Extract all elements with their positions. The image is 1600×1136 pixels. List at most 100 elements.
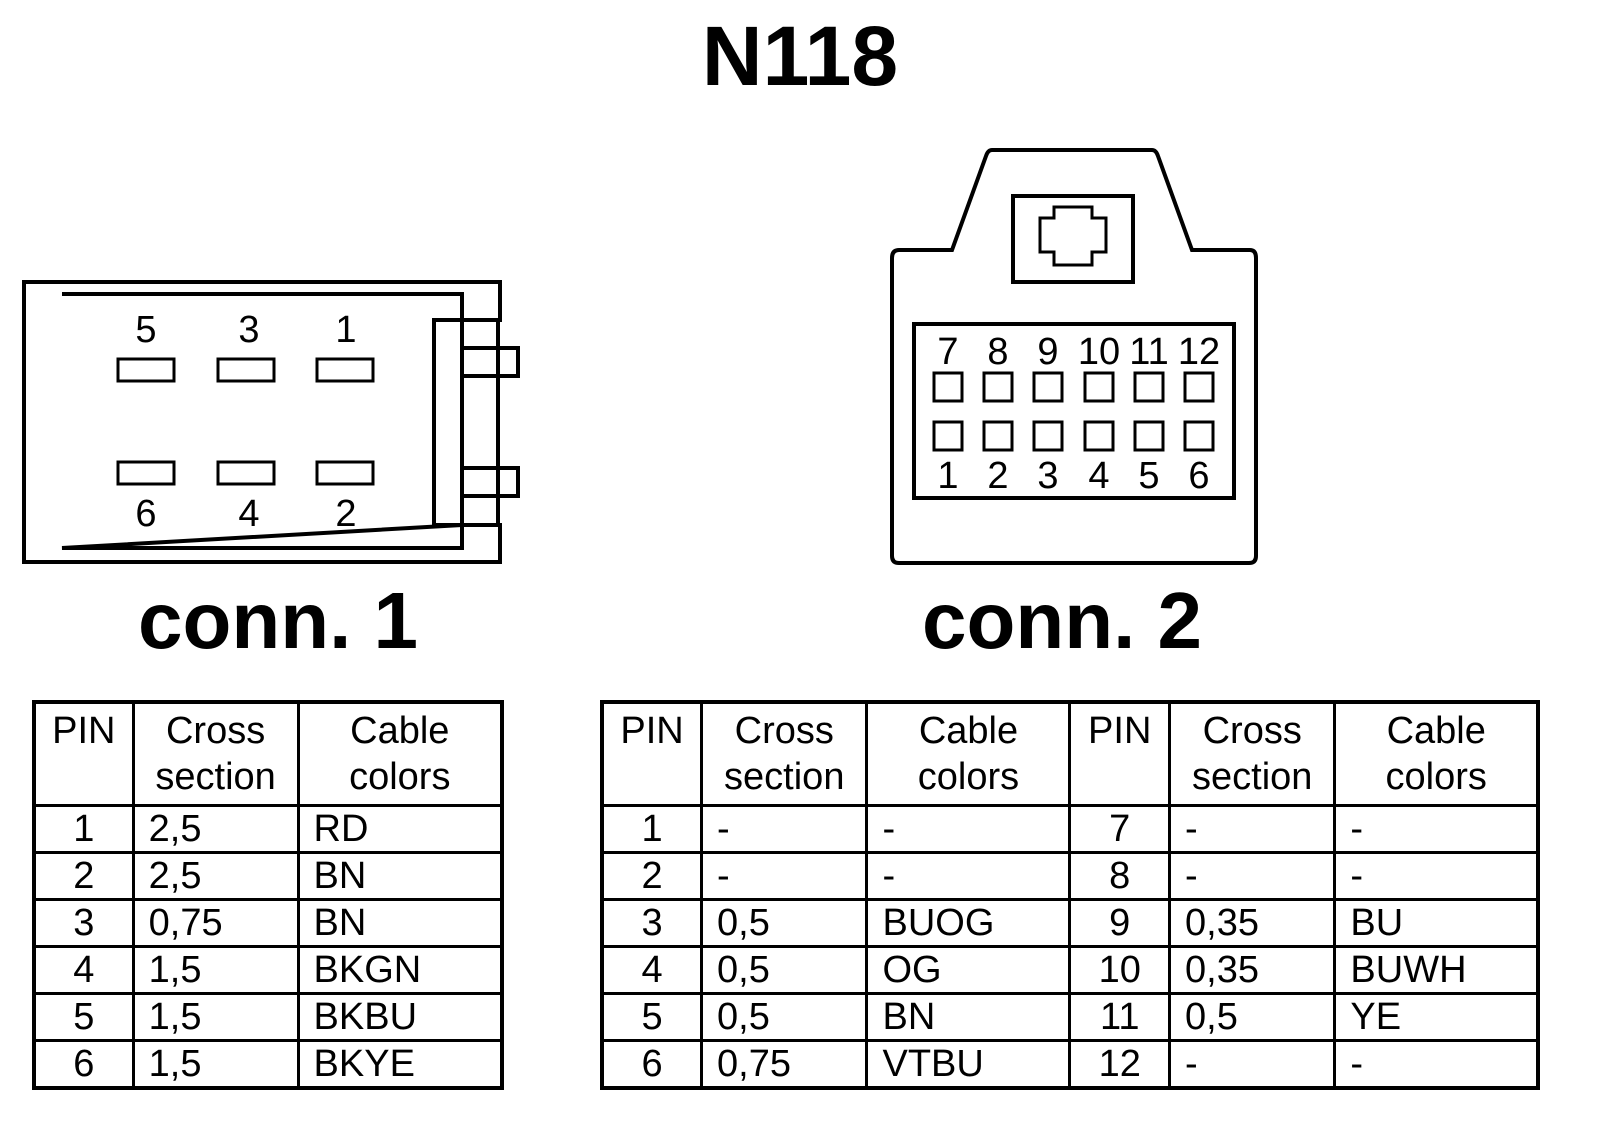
cross-section-cell: 0,5 (1167, 992, 1337, 1042)
connector-2-pin-label: 2 (987, 455, 1008, 497)
table-row: 1 - - 7 - - (600, 804, 1540, 854)
connector-1-pin-label: 4 (238, 493, 259, 535)
cable-color-cell: - (865, 851, 1072, 901)
connector-1-label: conn. 1 (138, 576, 418, 665)
cross-section-cell: 1,5 (131, 992, 300, 1042)
connector-2-pin-label: 6 (1188, 455, 1209, 497)
connector-1-latch-bottom (460, 466, 520, 498)
pin-cell: 9 (1068, 898, 1171, 948)
connector-2-housing (890, 148, 1258, 565)
cross-section-cell: - (1167, 851, 1337, 901)
pin-cell: 6 (32, 1039, 135, 1090)
cable-color-cell: BKGN (296, 945, 504, 995)
cable-color-cell: - (1333, 1039, 1540, 1090)
connector-2-pin-label: 4 (1088, 455, 1109, 497)
pin-cell: 4 (32, 945, 135, 995)
header-cable-colors: Cable colors (865, 700, 1072, 807)
pin-cell: 5 (600, 992, 704, 1042)
pin-cell: 2 (32, 851, 135, 901)
connector-2-pin-3 (1032, 420, 1064, 452)
table-row: 2 2,5 BN (32, 851, 504, 901)
connector-1 (22, 280, 520, 564)
connector-1-pin-label: 1 (335, 309, 356, 351)
cable-color-cell: - (1333, 804, 1540, 854)
cross-section-cell: - (1167, 804, 1337, 854)
connector-1-pin-4 (216, 460, 276, 486)
connector-2-pin-label: 7 (937, 331, 958, 373)
connector-1-pin-label: 3 (238, 309, 259, 351)
cross-section-cell: 0,35 (1167, 945, 1337, 995)
connector-2-key-frame (1011, 194, 1135, 284)
connector-1-latch-bar (460, 318, 500, 527)
table-row: 2 - - 8 - - (600, 851, 1540, 901)
pin-cell: 7 (1068, 804, 1171, 854)
header-cross-section: Cross section (700, 700, 869, 807)
cable-color-cell: BU (1333, 898, 1540, 948)
connector-1-pin-6 (116, 460, 176, 486)
cross-section-cell: 0,5 (700, 945, 869, 995)
connector-2-label: conn. 2 (922, 576, 1202, 665)
connector-2-pin-7 (932, 371, 964, 403)
cable-color-cell: RD (296, 804, 504, 854)
cable-color-cell: BKBU (296, 992, 504, 1042)
connector-2 (890, 148, 1258, 565)
pin-cell: 10 (1068, 945, 1171, 995)
connector-2-pin-1 (932, 420, 964, 452)
pin-cell: 6 (600, 1039, 704, 1090)
connector-2-pin-label: 12 (1178, 331, 1220, 373)
table-row: 6 1,5 BKYE (32, 1039, 504, 1090)
table-header-row: PIN Cross section Cable colors PIN Cross… (600, 700, 1540, 807)
connector-1-pin-2 (315, 460, 375, 486)
connector-1-pin-label: 2 (335, 493, 356, 535)
connector-2-pin-labels: 7 8 9 10 11 12 1 2 3 4 5 6 (937, 331, 1220, 497)
cable-color-cell: BUWH (1333, 945, 1540, 995)
cable-color-cell: YE (1333, 992, 1540, 1042)
connector-2-pins (932, 371, 1215, 452)
connector-1-pin-labels: 5 3 1 6 4 2 (135, 309, 356, 535)
pin-cell: 2 (600, 851, 704, 901)
connector-2-pin-11 (1133, 371, 1165, 403)
connector-2-pin-12 (1183, 371, 1215, 403)
connector-1-inner-frame (61, 292, 464, 550)
table-row: 5 1,5 BKBU (32, 992, 504, 1042)
table-row: 4 0,5 OG 10 0,35 BUWH (600, 945, 1540, 995)
connector-2-pin-4 (1083, 420, 1115, 452)
pin-cell: 1 (32, 804, 135, 854)
cable-color-cell: BUOG (865, 898, 1072, 948)
connector-drawings: 5 3 1 6 4 2 conn. 1 7 8 9 10 11 12 1 2 3 (22, 148, 1258, 665)
connector-2-pin-5 (1133, 420, 1165, 452)
connector-1-pin-1 (315, 357, 375, 383)
pin-cell: 8 (1068, 851, 1171, 901)
connector-2-pin-label: 8 (987, 331, 1008, 373)
table-row: 1 2,5 RD (32, 804, 504, 854)
header-cross-section: Cross section (1167, 700, 1337, 807)
connector-1-pin-label: 5 (135, 309, 156, 351)
connector-1-housing (22, 280, 502, 564)
connector-1-pin-5 (116, 357, 176, 383)
connector-2-pin-10 (1083, 371, 1115, 403)
connector-1-pin-table: PIN Cross section Cable colors 1 2,5 RD … (32, 700, 504, 1090)
pin-cell: 1 (600, 804, 704, 854)
cross-section-cell: - (1167, 1039, 1337, 1090)
connector-2-pin-2 (982, 420, 1014, 452)
cross-section-cell: 0,5 (700, 898, 869, 948)
cable-color-cell: - (1333, 851, 1540, 901)
connector-2-pin-label: 9 (1037, 331, 1058, 373)
connector-2-pin-table: PIN Cross section Cable colors PIN Cross… (600, 700, 1540, 1090)
diagram-title: N118 (701, 9, 899, 103)
connector-2-key-icon (1038, 205, 1108, 267)
cross-section-cell: 0,35 (1167, 898, 1337, 948)
pin-cell: 4 (600, 945, 704, 995)
cross-section-cell: 2,5 (131, 804, 300, 854)
pin-cell: 3 (600, 898, 704, 948)
cable-color-cell: BKYE (296, 1039, 504, 1090)
connector-2-pin-label: 5 (1138, 455, 1159, 497)
cross-section-cell: 1,5 (131, 945, 300, 995)
pin-cell: 11 (1068, 992, 1171, 1042)
cross-section-cell: - (700, 804, 869, 854)
connector-1-pin-3 (216, 357, 276, 383)
table-row: 3 0,5 BUOG 9 0,35 BU (600, 898, 1540, 948)
header-pin: PIN (32, 700, 135, 807)
table-row: 5 0,5 BN 11 0,5 YE (600, 992, 1540, 1042)
connector-1-pin-label: 6 (135, 493, 156, 535)
